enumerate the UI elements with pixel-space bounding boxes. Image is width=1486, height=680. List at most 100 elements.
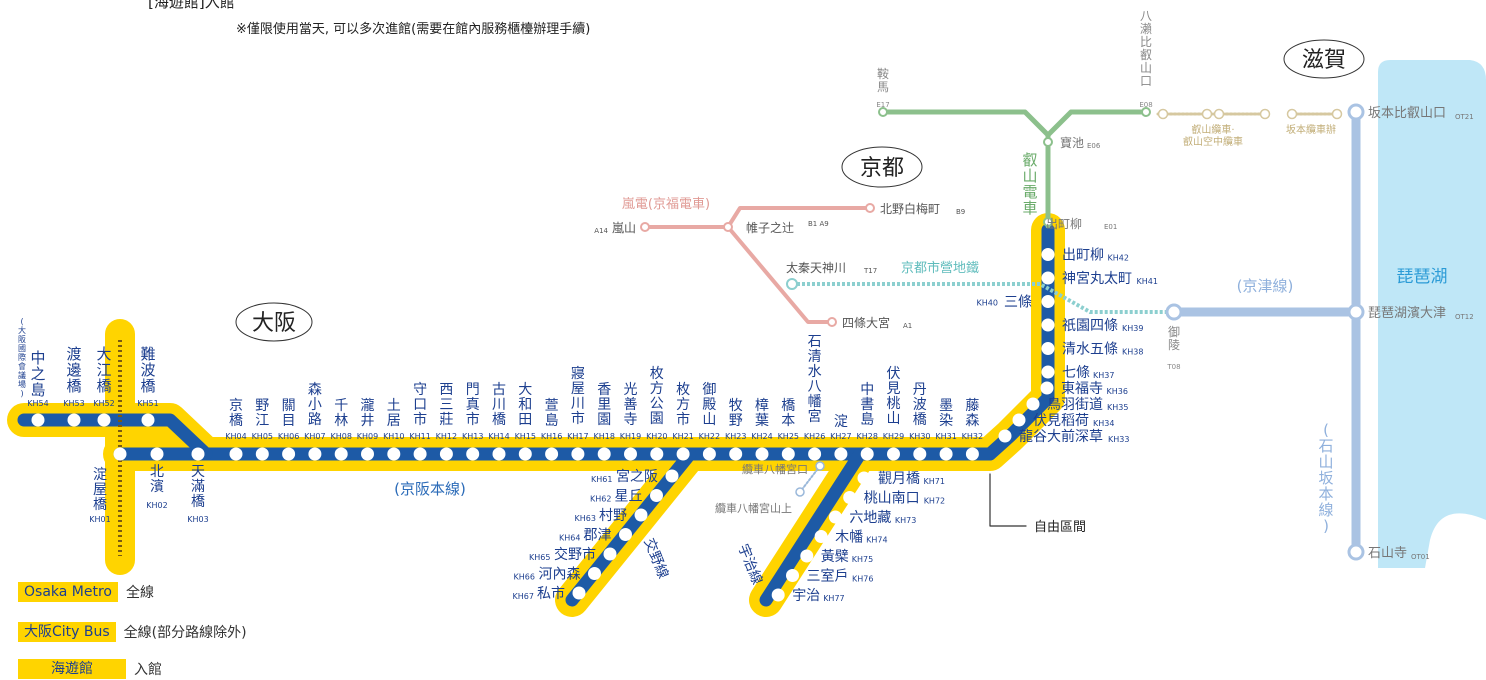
station-marker bbox=[650, 489, 663, 502]
station-code: KH13 bbox=[462, 432, 483, 441]
station-marker bbox=[1040, 381, 1054, 395]
station-code: KH26 bbox=[804, 432, 825, 441]
station-name: 京橋 bbox=[229, 398, 243, 429]
station-name: 祇園四條 bbox=[1062, 318, 1118, 334]
station-marker bbox=[827, 317, 837, 327]
station-name: 門真市 bbox=[466, 382, 480, 428]
station-name: 坂本比叡山口 bbox=[1368, 106, 1446, 121]
station-marker bbox=[860, 447, 874, 461]
station-name: 關目 bbox=[282, 398, 296, 429]
label-region-kyoto: 京都 bbox=[860, 156, 904, 181]
station-code: KH61 bbox=[591, 475, 612, 484]
station-code: B9 bbox=[956, 208, 965, 216]
station-code: KH74 bbox=[866, 536, 887, 545]
label-uji: 宇治線 bbox=[734, 542, 765, 587]
station-name: 樟葉 bbox=[755, 397, 769, 429]
station-code: KH01 bbox=[89, 515, 110, 524]
station-name: 出町柳 bbox=[1046, 217, 1082, 231]
station-code: OT21 bbox=[1455, 113, 1474, 121]
legend-osaka-metro: Osaka Metro 全線 bbox=[18, 582, 154, 602]
station-name: 香里園 bbox=[597, 382, 611, 428]
station-marker bbox=[634, 508, 648, 522]
station-code: KH73 bbox=[895, 516, 916, 525]
station-marker bbox=[150, 447, 164, 461]
station-name: 御陵 bbox=[1168, 324, 1180, 352]
station-marker bbox=[1012, 413, 1026, 427]
station-marker bbox=[800, 549, 814, 563]
station-marker bbox=[887, 447, 900, 461]
label-eizan-cable-1: 叡山纜車· bbox=[1191, 123, 1234, 136]
station-name: 大和田 bbox=[518, 382, 532, 428]
station-name: 七條 bbox=[1062, 365, 1090, 381]
station-marker bbox=[1043, 217, 1053, 227]
station-marker bbox=[1041, 248, 1055, 261]
station-name: 橋本 bbox=[781, 398, 795, 429]
station-marker bbox=[814, 530, 828, 543]
station-code: KH38 bbox=[1122, 348, 1143, 357]
station-code: KH32 bbox=[962, 432, 983, 441]
station-code: KH37 bbox=[1093, 371, 1114, 380]
station-marker bbox=[361, 447, 374, 461]
station-marker bbox=[1026, 397, 1040, 411]
station-name: 八瀨比叡山口 bbox=[1140, 9, 1152, 88]
line-otokoyama-cable bbox=[799, 465, 821, 493]
line-uji bbox=[759, 447, 867, 607]
station-name: 河內森 bbox=[539, 567, 581, 583]
station-code: KH34 bbox=[1093, 419, 1114, 428]
label-region-osaka: 大阪 bbox=[252, 311, 296, 336]
station-code: KH02 bbox=[146, 501, 167, 510]
station-marker bbox=[1041, 342, 1055, 355]
label-cable-bottom: 纜車八幡宮口 bbox=[742, 462, 808, 476]
station-name: 三室戶 bbox=[807, 568, 849, 585]
station-name: 嵐山 bbox=[612, 221, 636, 235]
station-marker bbox=[97, 413, 111, 427]
label-region-shiga-bubble bbox=[1283, 39, 1365, 79]
station-code: KH12 bbox=[436, 432, 457, 441]
station-name: 桃山南口 bbox=[864, 491, 920, 507]
station-name: 千林 bbox=[334, 398, 348, 429]
label-region-shiga: 滋賀 bbox=[1302, 48, 1346, 73]
station-name: 瀧井 bbox=[361, 398, 375, 429]
station-code: KH04 bbox=[225, 432, 246, 441]
station-marker bbox=[229, 447, 243, 461]
station-name: 淀 bbox=[834, 414, 848, 430]
station-code: KH03 bbox=[187, 515, 208, 524]
station-marker bbox=[676, 447, 690, 461]
station-name: 太秦天神川 bbox=[786, 260, 846, 275]
cable-station-marker bbox=[1157, 108, 1169, 120]
label-ishiyama: (石山坂本線) bbox=[1318, 421, 1333, 535]
station-code: KH06 bbox=[278, 432, 299, 441]
station-name: 野江 bbox=[255, 398, 269, 429]
station-marker bbox=[640, 222, 650, 232]
station-marker bbox=[913, 447, 927, 461]
station-code: KH27 bbox=[830, 432, 851, 441]
station-marker bbox=[771, 588, 785, 602]
station-code: A14 bbox=[594, 227, 608, 235]
station-marker bbox=[624, 447, 637, 461]
station-marker bbox=[1041, 271, 1055, 285]
station-code: KH33 bbox=[1108, 435, 1129, 444]
station-code: KH63 bbox=[575, 514, 596, 523]
label-region-osaka-bubble bbox=[235, 302, 313, 342]
station-marker bbox=[834, 447, 848, 461]
station-code: KH51 bbox=[137, 399, 158, 408]
station-name: 神宮丸太町 bbox=[1062, 271, 1132, 287]
station-code: KH07 bbox=[304, 432, 325, 441]
station-marker bbox=[31, 413, 45, 427]
station-marker bbox=[1041, 318, 1055, 332]
station-name: 清水五條 bbox=[1062, 342, 1118, 358]
station-marker bbox=[1141, 107, 1151, 117]
station-name: 東福寺 bbox=[1061, 381, 1103, 397]
cable-station-marker bbox=[795, 487, 805, 497]
station-marker bbox=[67, 413, 81, 427]
station-code: KH75 bbox=[852, 555, 873, 564]
station-code: E01 bbox=[1104, 223, 1117, 231]
station-code: E17 bbox=[876, 101, 889, 109]
legend-osaka-metro-desc: 全線 bbox=[125, 585, 154, 601]
station-code: KH22 bbox=[699, 432, 720, 441]
station-code: KH18 bbox=[593, 432, 614, 441]
station-code: KH08 bbox=[330, 432, 351, 441]
station-name: 宮之阪 bbox=[616, 469, 658, 485]
station-marker bbox=[1347, 303, 1365, 321]
cable-station-marker bbox=[1259, 108, 1271, 120]
